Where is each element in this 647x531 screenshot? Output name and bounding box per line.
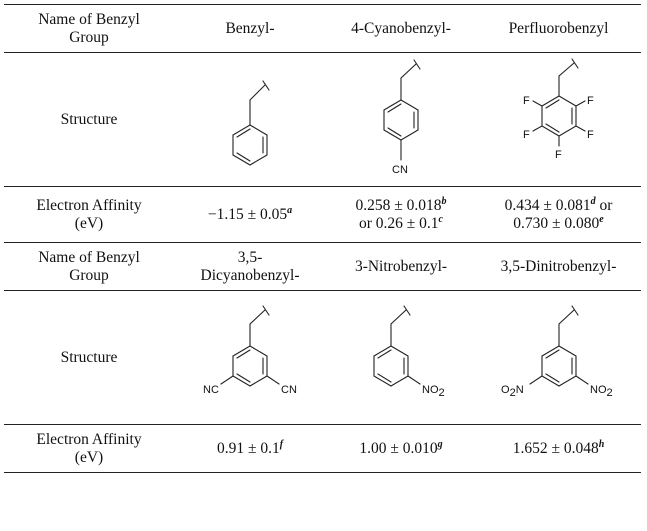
structure-4-cyanobenzyl: CN [326, 52, 476, 187]
nitro-label: NO2 [590, 384, 613, 399]
dicyanobenzyl-structure-drawing: CN NC [203, 304, 297, 396]
fluorine-label: F [587, 95, 594, 107]
group-name-3-5-dicyanobenzyl: 3,5-Dicyanobenzyl- [174, 242, 326, 291]
fluorine-label: F [523, 95, 530, 107]
ea-value-3-5-dicyanobenzyl: 0.91 ± 0.1f [174, 424, 326, 473]
nitro-label: NO2 [422, 384, 445, 399]
cyano-label: CN [392, 164, 408, 176]
group-name-benzyl: Benzyl- [174, 4, 326, 53]
nitro-label: O2N [501, 384, 524, 399]
structure-benzyl [174, 52, 326, 187]
fluorine-label: F [587, 129, 594, 141]
cyano-label: CN [281, 384, 297, 396]
row-label-name: Name of Benzyl Group [4, 242, 174, 291]
group-name-perfluorobenzyl: Perfluorobenzyl [476, 4, 641, 53]
ea-value-3-nitrobenzyl: 1.00 ± 0.010g [326, 424, 476, 473]
fluorine-label: F [523, 129, 530, 141]
structure-3-5-dinitrobenzyl: NO2 O2N [476, 290, 641, 425]
ea-value-benzyl: −1.15 ± 0.05a [174, 186, 326, 243]
table-row: Name of Benzyl Group 3,5-Dicyanobenzyl- … [4, 242, 641, 291]
row-label-structure: Structure [4, 290, 174, 425]
benzyl-structure-drawing [232, 79, 270, 166]
structure-3-5-dicyanobenzyl: CN NC [174, 290, 326, 425]
ea-value-4-cyanobenzyl: 0.258 ± 0.018b or 0.26 ± 0.1c [326, 186, 476, 243]
structure-3-nitrobenzyl: NO2 [326, 290, 476, 425]
ea-value-3-5-dinitrobenzyl: 1.652 ± 0.048h [476, 424, 641, 473]
row-label-electron-affinity: Electron Affinity (eV) [4, 424, 174, 473]
dinitrobenzyl-structure-drawing: NO2 O2N [501, 304, 613, 399]
cyanobenzyl-structure-drawing: CN [383, 58, 421, 176]
group-name-3-5-dinitrobenzyl: 3,5-Dinitrobenzyl- [476, 242, 641, 291]
row-label-name: Name of Benzyl Group [4, 4, 174, 53]
row-label-electron-affinity: Electron Affinity (eV) [4, 186, 174, 243]
ea-value-perfluorobenzyl: 0.434 ± 0.081d or 0.730 ± 0.080e [476, 186, 641, 243]
table-row: Structure CN NC [4, 290, 641, 425]
fluorine-label: F [555, 149, 562, 161]
nitrobenzyl-structure-drawing: NO2 [373, 304, 445, 399]
group-name-4-cyanobenzyl: 4-Cyanobenzyl- [326, 4, 476, 53]
row-label-structure: Structure [4, 52, 174, 187]
group-name-3-nitrobenzyl: 3-Nitrobenzyl- [326, 242, 476, 291]
table-row: Name of Benzyl Group Benzyl- 4-Cyanobenz… [4, 4, 641, 53]
perfluorobenzyl-structure-drawing: F F F F F [523, 57, 594, 161]
structure-perfluorobenzyl: F F F F F [476, 52, 641, 187]
cyano-label: NC [203, 384, 219, 396]
benzyl-electron-affinity-table: Name of Benzyl Group Benzyl- 4-Cyanobenz… [4, 4, 641, 473]
table-row: Structure [4, 52, 641, 187]
table-row: Electron Affinity (eV) −1.15 ± 0.05a 0.2… [4, 186, 641, 243]
table-row: Electron Affinity (eV) 0.91 ± 0.1f 1.00 … [4, 424, 641, 473]
